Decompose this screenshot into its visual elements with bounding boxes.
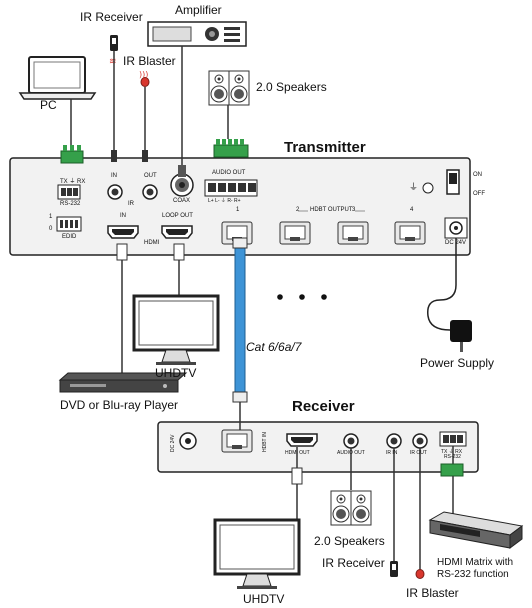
cable-label: Cat 6/6a/7 (246, 340, 302, 354)
hdbt-3-label: 3 (352, 207, 356, 213)
audio-pins-label: L+ L- ⏚ R- R+ (208, 198, 241, 204)
rx-ir-out-label: IR OUT (410, 450, 427, 456)
rx-audio-out-jack (343, 433, 359, 449)
tx-rs232-terminal (57, 184, 81, 200)
hdbt-2-label: 2 (296, 207, 300, 213)
tx-ir-out-label: OUT (144, 173, 157, 179)
coax-port (170, 173, 194, 197)
tx-rs232-label: RS-232 (60, 201, 81, 207)
pc-label: PC (40, 98, 57, 112)
edid-1-label: 1 (49, 214, 53, 220)
power-supply-label: Power Supply (420, 356, 495, 370)
tx-hdmi-in-port (107, 225, 139, 239)
tx-audio-terminal (204, 179, 258, 197)
speakers-top (208, 70, 250, 106)
matrix-label-line1: HDMI Matrix with (437, 557, 514, 568)
tx-loop-out-label: LOOP OUT (162, 213, 193, 219)
ir-receiver-bottom-label: IR Receiver (322, 556, 385, 570)
edid-label: EDID (62, 234, 77, 240)
more-outputs-dots (277, 294, 327, 300)
ir-receiver-bottom-icon (390, 561, 398, 577)
amplifier (147, 21, 247, 47)
rx-rs232-label: RS-232 (444, 454, 461, 460)
hdmi-matrix (428, 511, 524, 549)
rx-ir-out-jack (412, 433, 428, 449)
receiver-title: Receiver (292, 398, 355, 415)
edid-0-label: 0 (49, 226, 53, 232)
tx-ir-out-jack (142, 184, 158, 200)
tx-hdmi-in-label: IN (120, 213, 126, 219)
speakers-top-label: 2.0 Speakers (256, 80, 327, 94)
uhdtv-bottom (213, 518, 301, 591)
ir-blaster-top-label: IR Blaster (123, 54, 176, 68)
power-switch[interactable] (446, 169, 460, 195)
hdbt-output-4 (394, 221, 426, 245)
ir-receiver-top-label: IR Receiver (80, 10, 143, 24)
hdbt-1-label: 1 (236, 207, 240, 213)
uhdtv-bottom-label: UHDTV (243, 592, 285, 606)
rx-ir-in-label: IR IN (386, 450, 398, 456)
matrix-label-line2: RS-232 function (437, 569, 509, 580)
rx-ir-in-jack (386, 433, 402, 449)
speaker-green-terminal (213, 139, 249, 158)
tx-ir-in-label: IN (111, 173, 117, 179)
reset-button[interactable] (422, 182, 434, 194)
rx-hdmi-out-port (286, 433, 318, 447)
rx-rs232-pins-label: TX ⏚ RX (441, 449, 463, 455)
rx-hdbt-in-port (221, 429, 253, 453)
tx-dc-jack (444, 217, 468, 239)
tx-ir-in-jack (107, 184, 123, 200)
speakers-bottom (330, 490, 372, 526)
hdbt-output-3 (337, 221, 369, 245)
tx-ir-label: IR (128, 201, 134, 207)
tx-hdmi-label: HDMI (144, 240, 160, 246)
edid-dip-switch[interactable] (56, 216, 82, 232)
dvd-player (58, 372, 188, 393)
audio-out-label: AUDIO OUT (212, 170, 246, 176)
rx-dc-label: DC 24V (170, 434, 176, 452)
ir-signal-icon-2: ))) (139, 70, 148, 79)
rx-audio-out-label: AUDIO OUT (337, 450, 365, 456)
top-cables (70, 46, 229, 175)
tx-rs232-pins-label: TX ⏚ RX (60, 179, 86, 185)
rx-hdmi-out-label: HDMI OUT (285, 450, 310, 456)
player-label: DVD or Blu-ray Player (60, 398, 179, 412)
ir-receiver-top-icon (110, 35, 118, 51)
speakers-bottom-label: 2.0 Speakers (314, 534, 385, 548)
cat-cable (234, 243, 246, 397)
ground-symbol: ⏚ (409, 182, 418, 193)
uhdtv-top (132, 294, 220, 367)
uhdtv-top-label: UHDTV (155, 366, 197, 380)
rx-green-terminal (440, 463, 464, 477)
tx-dc-label: DC 24V (445, 240, 467, 246)
coax-label: COAX (173, 198, 191, 204)
amplifier-label: Amplifier (175, 3, 222, 17)
ir-blaster-bottom-label: IR Blaster (406, 586, 459, 600)
tx-hdmi-loop-out-port (161, 225, 193, 239)
rx-hdbt-in-label: HDBT IN (262, 432, 268, 452)
receiver-panel (157, 421, 479, 473)
hdbt-output-2 (279, 221, 311, 245)
ir-signal-icon: ≋ (109, 57, 117, 67)
ir-blaster-bottom-icon (415, 569, 425, 579)
rx-dc-jack (179, 432, 197, 450)
hdbt-output-label: HDBT OUTPUT (308, 207, 355, 213)
hdbt-4-label: 4 (410, 207, 414, 213)
pc-laptop (18, 56, 97, 100)
rx-rs232-terminal (439, 431, 467, 447)
pc-green-terminal (60, 145, 84, 164)
power-on-label: ON (473, 172, 482, 178)
power-supply (427, 238, 472, 352)
transmitter-title: Transmitter (284, 139, 366, 156)
power-off-label: OFF (473, 191, 485, 197)
